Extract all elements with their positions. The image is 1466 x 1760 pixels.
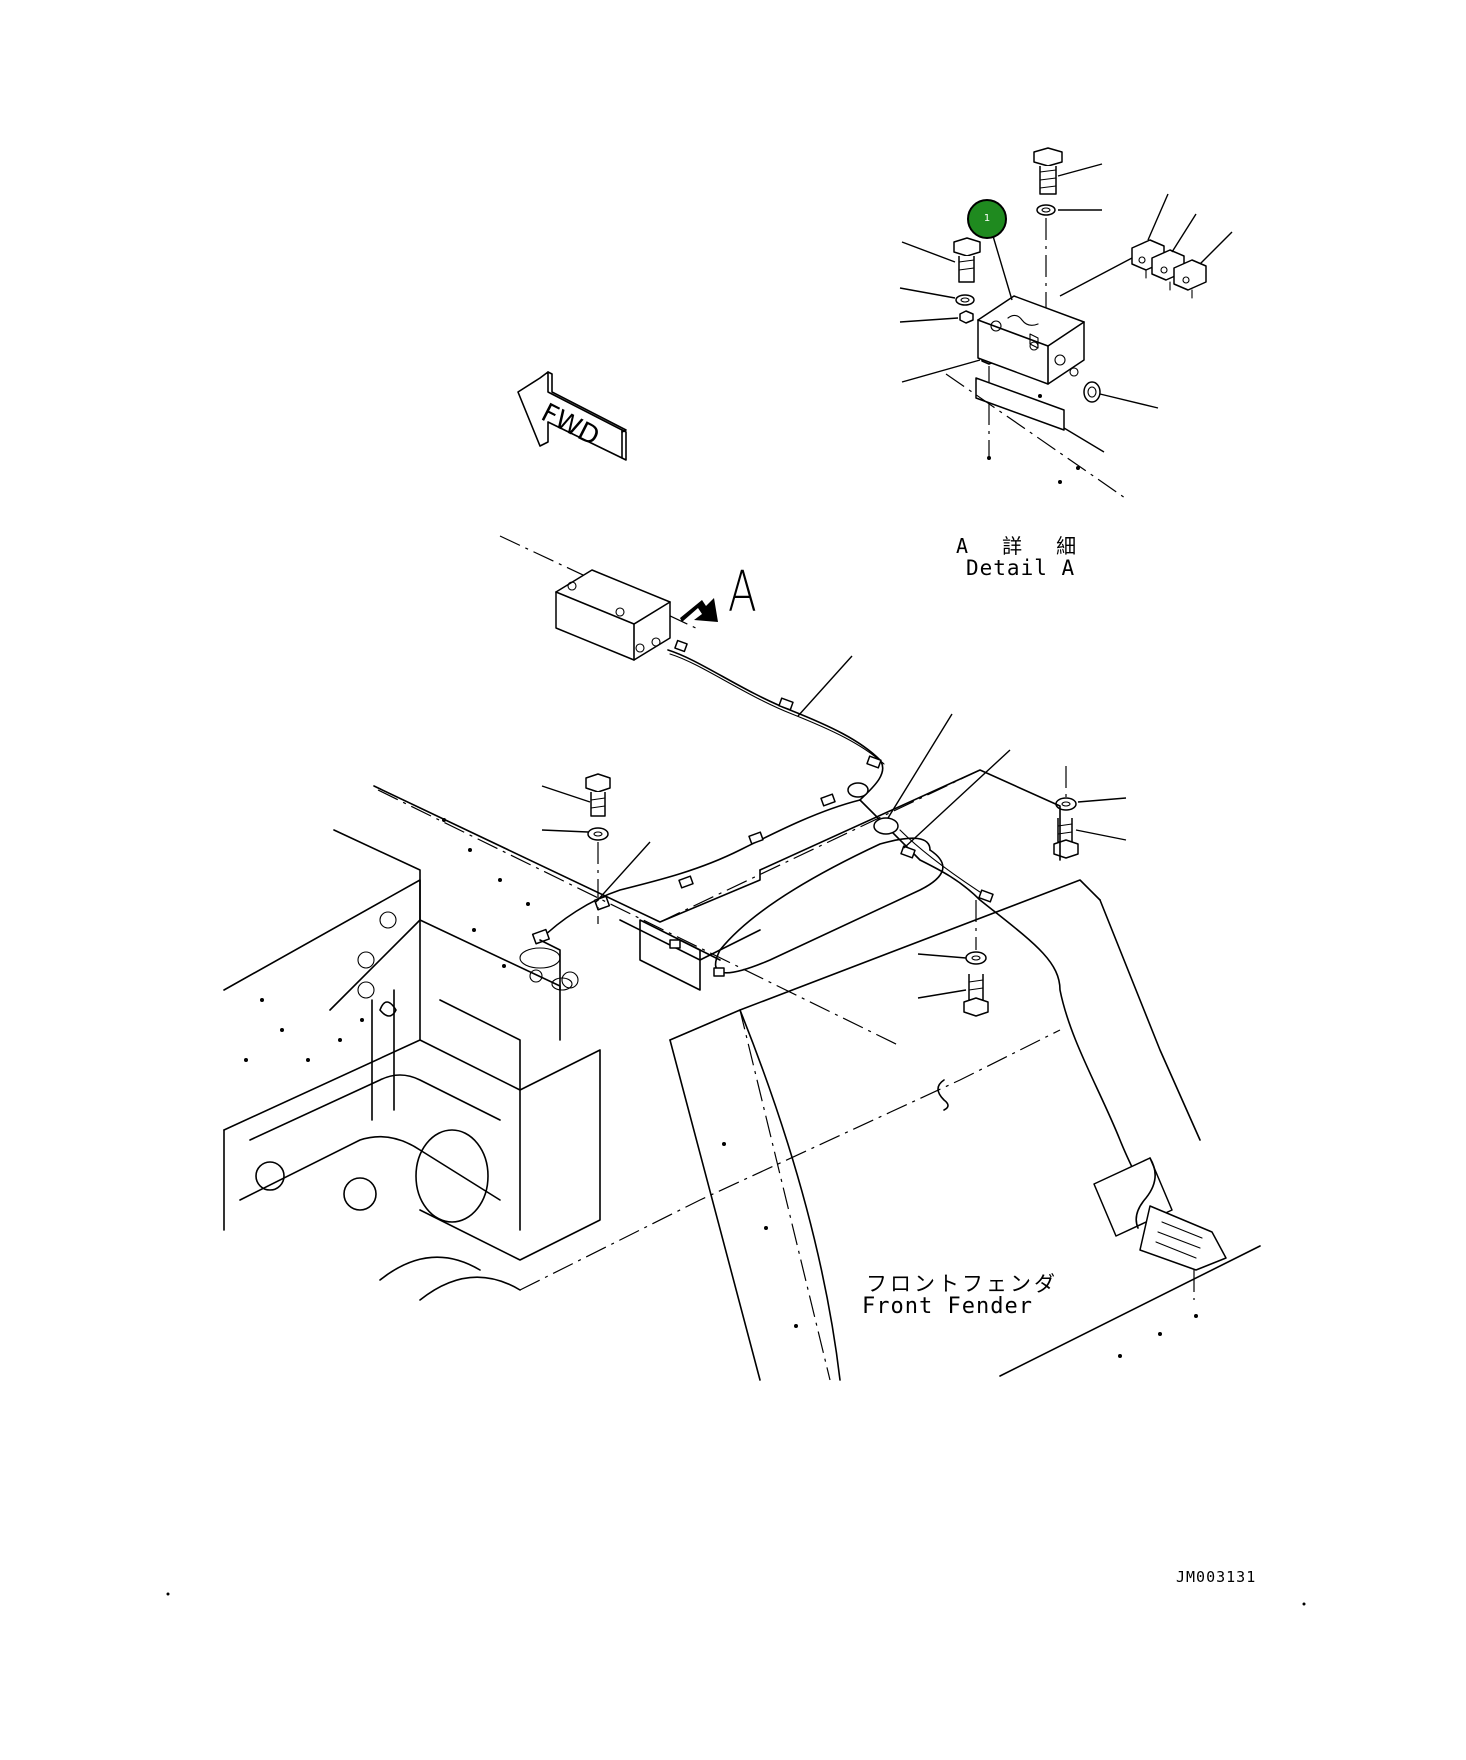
nut-icon (959, 310, 974, 324)
fender-label-ja: フロントフェンダ (866, 1272, 1058, 1296)
washer-icon (1055, 797, 1077, 811)
connector-group (1131, 239, 1207, 299)
front-fender (669, 879, 1261, 1381)
drawing-id: JM003131 (1176, 1568, 1257, 1586)
detail-a-assembly (899, 147, 1233, 501)
callout-1-number: 1 (983, 213, 991, 224)
bolt-icon (963, 974, 989, 1017)
view-marker: A (728, 560, 757, 625)
bolt-icon (1053, 818, 1079, 859)
bolt-icon (1033, 147, 1063, 195)
washer-icon (965, 951, 987, 965)
cover-plate (975, 377, 1065, 431)
detail-label-en: Detail A (966, 556, 1076, 580)
washer-icon (955, 294, 975, 306)
frame-structure (223, 785, 901, 1301)
deck-panel (519, 769, 1061, 1291)
view-arrow-icon (680, 598, 718, 622)
washer-icon (587, 827, 609, 841)
callout-1-button[interactable]: 1 (967, 199, 1007, 239)
lamp-assembly (1093, 1157, 1227, 1300)
detail-label-ja: A 詳 細 (956, 534, 1088, 558)
bolt-icon (585, 773, 611, 817)
washer-icon (1036, 204, 1056, 216)
control-box-main (555, 569, 671, 661)
grommet-icon (1083, 381, 1101, 403)
fender-label-en: Front Fender (862, 1294, 1033, 1319)
bolt-icon (953, 237, 981, 283)
wiring-harness (531, 639, 1154, 1231)
control-box (977, 295, 1085, 385)
forward-arrow-icon (517, 371, 627, 461)
